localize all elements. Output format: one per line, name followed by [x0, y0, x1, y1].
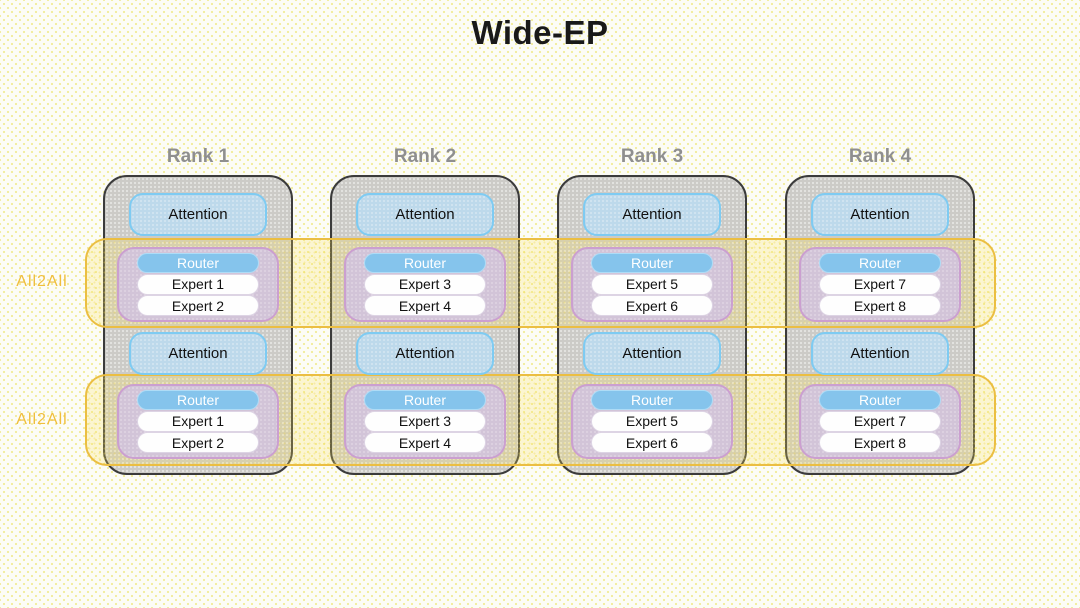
- router-pill: Router: [819, 390, 941, 410]
- rank-content-1: Attention Router Expert 1 Expert 2 Atten…: [103, 175, 293, 475]
- expert-pill: Expert 2: [137, 432, 259, 453]
- attention-block: Attention: [583, 332, 721, 375]
- router-pill: Router: [364, 390, 486, 410]
- rank-label-3: Rank 3: [620, 146, 684, 167]
- expert-pill: Expert 7: [819, 410, 941, 432]
- moe-group: Router Expert 5 Expert 6: [571, 247, 733, 322]
- rank-label-4: Rank 4: [848, 146, 912, 167]
- router-pill: Router: [137, 253, 259, 273]
- moe-group: Router Expert 3 Expert 4: [344, 384, 506, 459]
- moe-group: Router Expert 5 Expert 6: [571, 384, 733, 459]
- rank-content-4: Attention Router Expert 7 Expert 8 Atten…: [785, 175, 975, 475]
- expert-pill: Expert 3: [364, 410, 486, 432]
- attention-block: Attention: [356, 193, 494, 236]
- diagram-title: Wide-EP: [471, 14, 609, 51]
- moe-group: Router Expert 7 Expert 8: [799, 247, 961, 322]
- attention-block: Attention: [129, 332, 267, 375]
- rank-label-1: Rank 1: [166, 146, 230, 167]
- all2all-label-1: All2All: [16, 273, 68, 290]
- router-pill: Router: [819, 253, 941, 273]
- expert-pill: Expert 3: [364, 273, 486, 295]
- attention-block: Attention: [583, 193, 721, 236]
- router-pill: Router: [591, 253, 713, 273]
- expert-pill: Expert 2: [137, 295, 259, 316]
- expert-pill: Expert 4: [364, 295, 486, 316]
- expert-pill: Expert 1: [137, 410, 259, 432]
- rank-label-2: Rank 2: [393, 146, 457, 167]
- expert-pill: Expert 5: [591, 410, 713, 432]
- router-pill: Router: [364, 253, 486, 273]
- rank-content-3: Attention Router Expert 5 Expert 6 Atten…: [557, 175, 747, 475]
- moe-group: Router Expert 7 Expert 8: [799, 384, 961, 459]
- moe-group: Router Expert 1 Expert 2: [117, 384, 279, 459]
- attention-block: Attention: [356, 332, 494, 375]
- expert-pill: Expert 4: [364, 432, 486, 453]
- expert-pill: Expert 8: [819, 432, 941, 453]
- expert-pill: Expert 7: [819, 273, 941, 295]
- expert-pill: Expert 6: [591, 432, 713, 453]
- expert-pill: Expert 8: [819, 295, 941, 316]
- router-pill: Router: [137, 390, 259, 410]
- moe-group: Router Expert 3 Expert 4: [344, 247, 506, 322]
- router-pill: Router: [591, 390, 713, 410]
- moe-group: Router Expert 1 Expert 2: [117, 247, 279, 322]
- attention-block: Attention: [811, 193, 949, 236]
- attention-block: Attention: [129, 193, 267, 236]
- expert-pill: Expert 6: [591, 295, 713, 316]
- expert-pill: Expert 5: [591, 273, 713, 295]
- rank-content-2: Attention Router Expert 3 Expert 4 Atten…: [330, 175, 520, 475]
- attention-block: Attention: [811, 332, 949, 375]
- expert-pill: Expert 1: [137, 273, 259, 295]
- all2all-label-2: All2All: [16, 411, 68, 428]
